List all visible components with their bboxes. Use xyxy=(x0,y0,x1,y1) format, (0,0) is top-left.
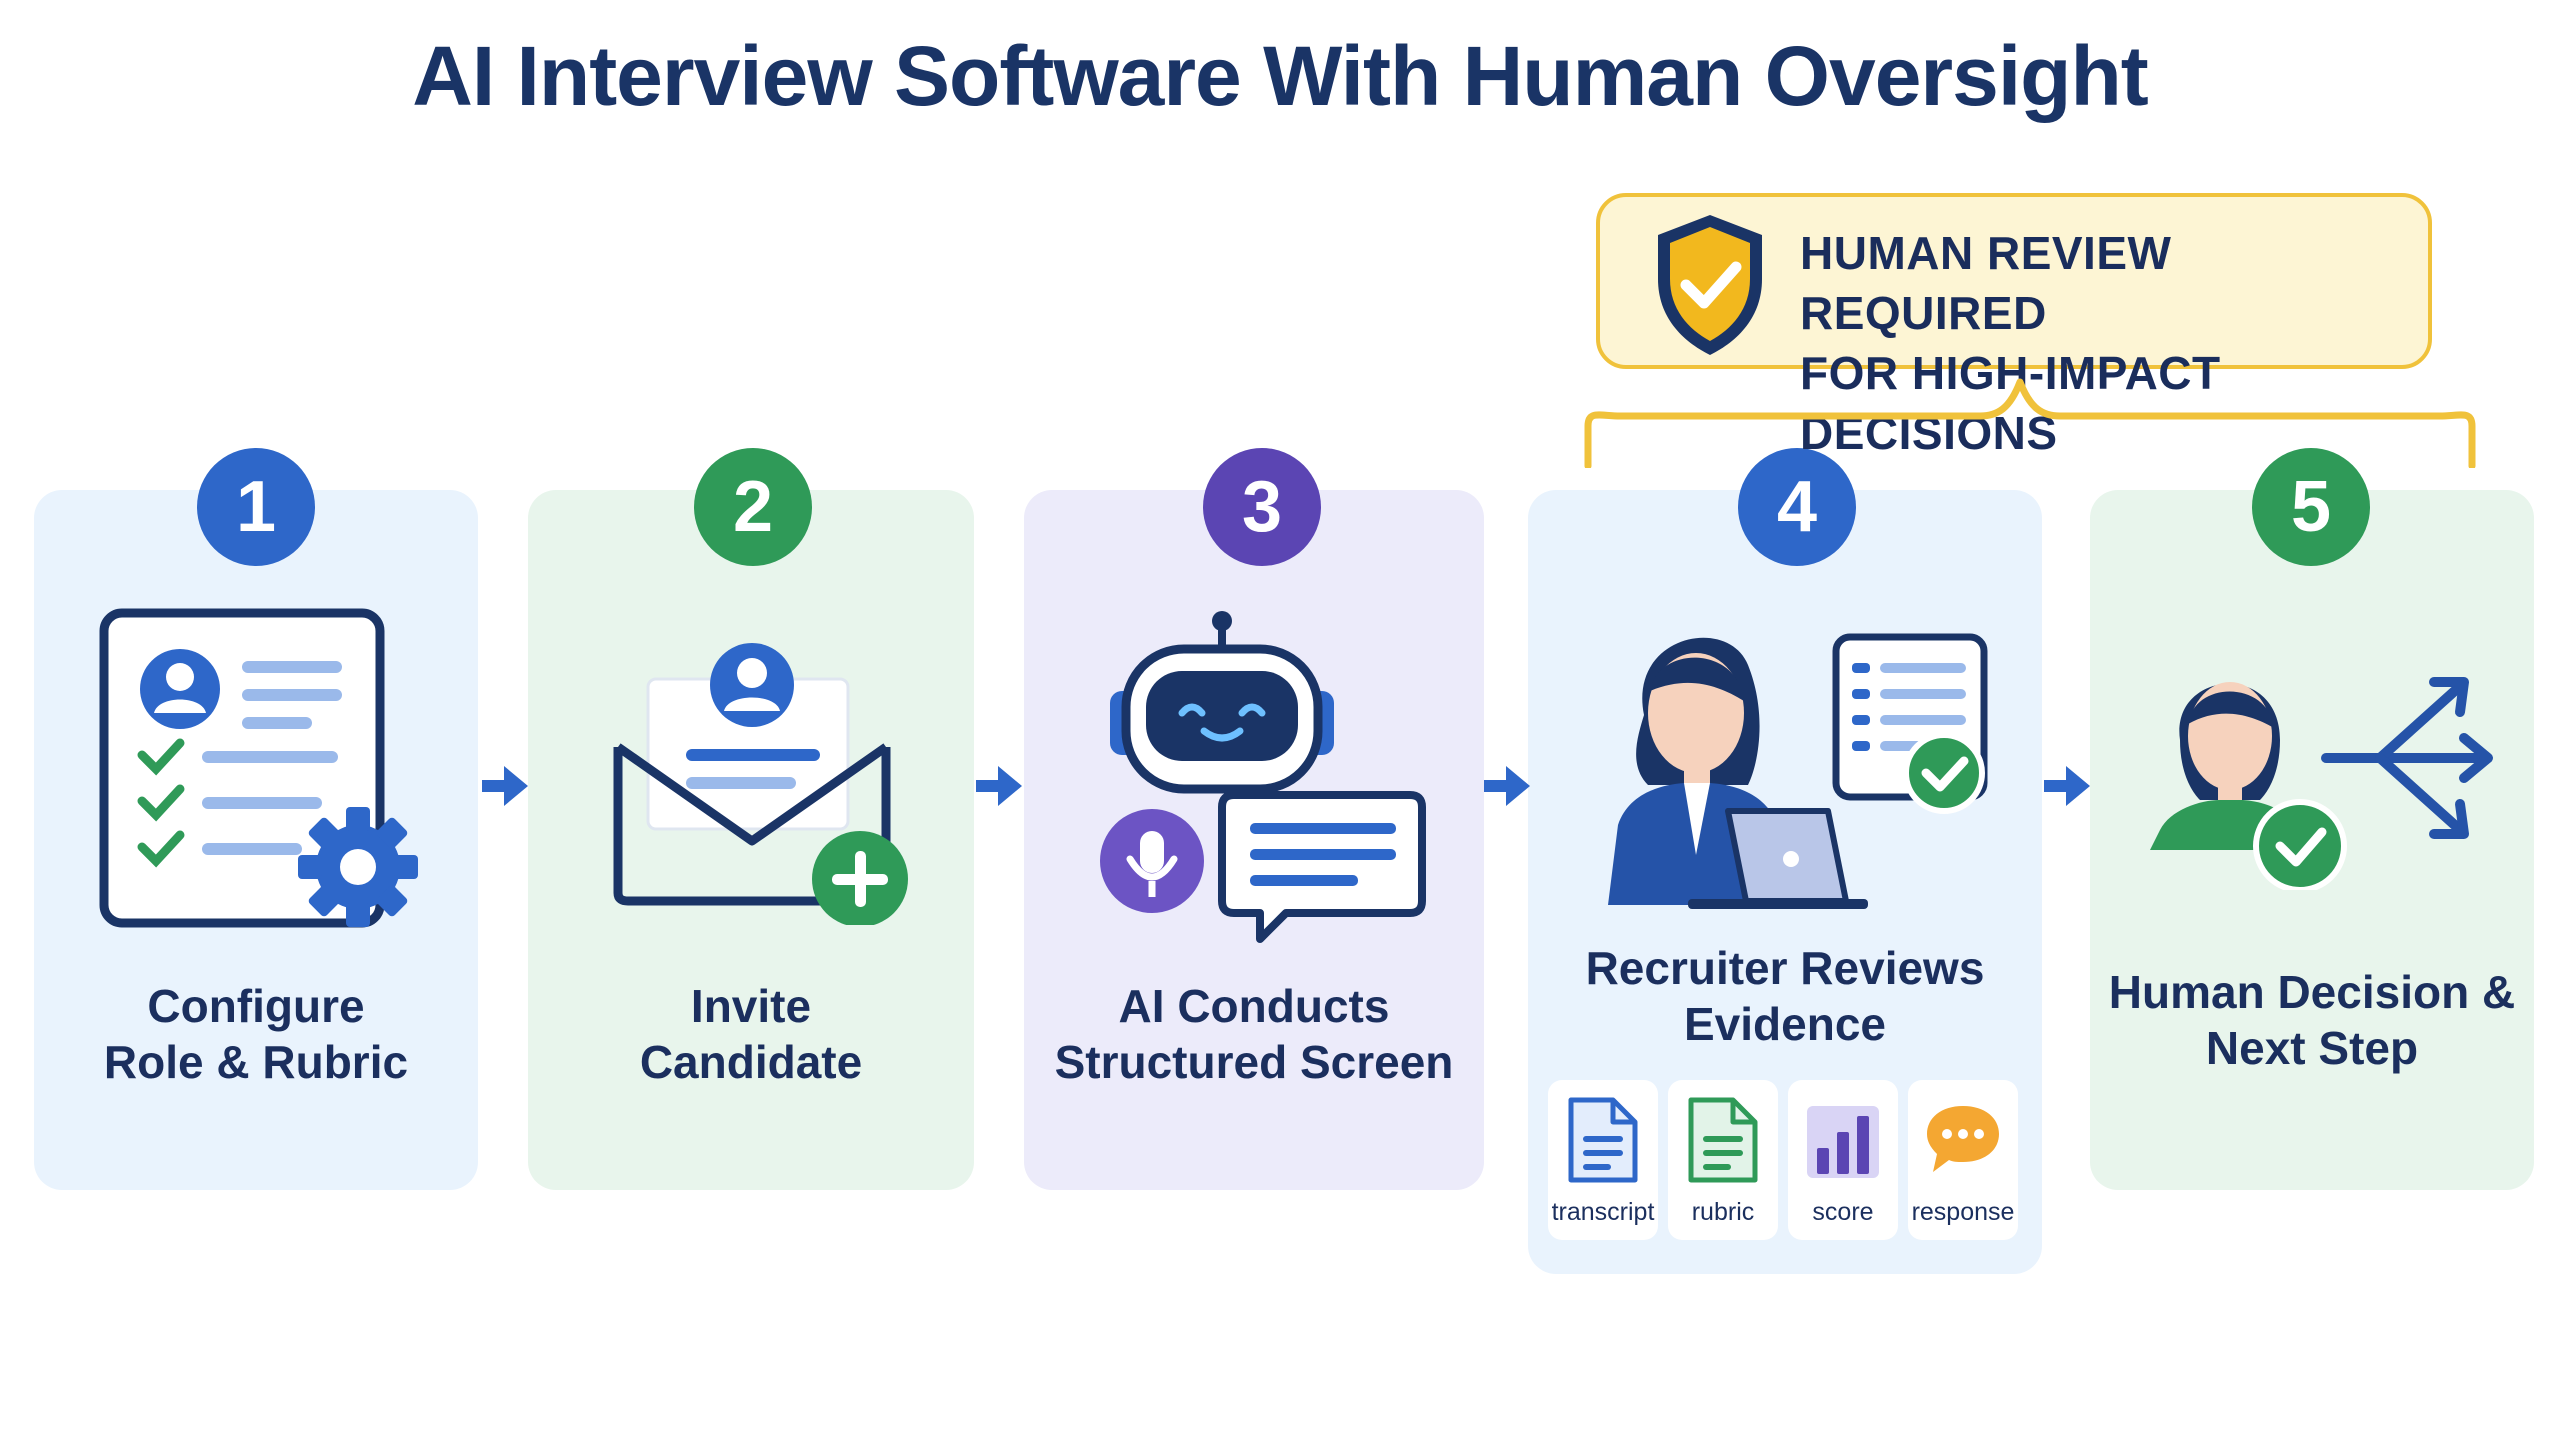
shield-check-icon xyxy=(1658,215,1762,355)
step-4-badge: 4 xyxy=(1738,448,1856,566)
step-2-badge: 2 xyxy=(694,448,812,566)
gear-icon xyxy=(298,807,418,927)
evidence-rubric: rubric xyxy=(1668,1080,1778,1240)
step-4-label: Recruiter Reviews Evidence xyxy=(1585,942,1985,1050)
page-title: AI Interview Software With Human Oversig… xyxy=(412,29,2149,123)
bar-chart-icon xyxy=(1807,1106,1879,1178)
robot-interviewer-icon xyxy=(1100,611,1426,943)
evidence-label: score xyxy=(1812,1198,1874,1226)
arrow-right-icon xyxy=(482,766,528,806)
decision-branch-icon xyxy=(2150,677,2493,890)
evidence-score: score xyxy=(1788,1080,1898,1240)
rubric-document-icon xyxy=(1688,1097,1758,1183)
callout-brace xyxy=(1584,378,2476,468)
step-5-label: Human Decision & Next Step xyxy=(2108,966,2516,1074)
step-3-label: AI Conducts Structured Screen xyxy=(1054,980,1454,1088)
evidence-label: rubric xyxy=(1691,1198,1755,1226)
evidence-label: transcript xyxy=(1551,1198,1655,1226)
check-icon xyxy=(1903,732,1985,814)
checklist-document-icon xyxy=(99,608,418,928)
human-review-callout: HUMAN REVIEW REQUIRED FOR HIGH-IMPACT DE… xyxy=(1596,193,2432,459)
callout-line-1: HUMAN REVIEW REQUIRED xyxy=(1800,227,2172,339)
evidence-label: response xyxy=(1911,1198,2015,1226)
step-5-badge: 5 xyxy=(2252,448,2370,566)
check-icon xyxy=(2253,799,2347,890)
chat-bubble-icon xyxy=(1218,791,1426,943)
evidence-transcript: transcript xyxy=(1548,1080,1658,1240)
envelope-invite-icon xyxy=(613,643,908,925)
step-3-badge: 3 xyxy=(1203,448,1321,566)
arrow-right-icon xyxy=(976,766,1022,806)
arrow-right-icon xyxy=(1484,766,1530,806)
document-icon xyxy=(1568,1097,1638,1183)
step-1-label: Configure Role & Rubric xyxy=(103,980,409,1088)
step-1-badge: 1 xyxy=(197,448,315,566)
recruiter-laptop-icon xyxy=(1608,633,1988,909)
evidence-response: response xyxy=(1908,1080,2018,1240)
arrow-right-icon xyxy=(2044,766,2090,806)
chat-bubble-icon xyxy=(1927,1106,1999,1172)
step-2-label: Invite Candidate xyxy=(639,980,863,1088)
